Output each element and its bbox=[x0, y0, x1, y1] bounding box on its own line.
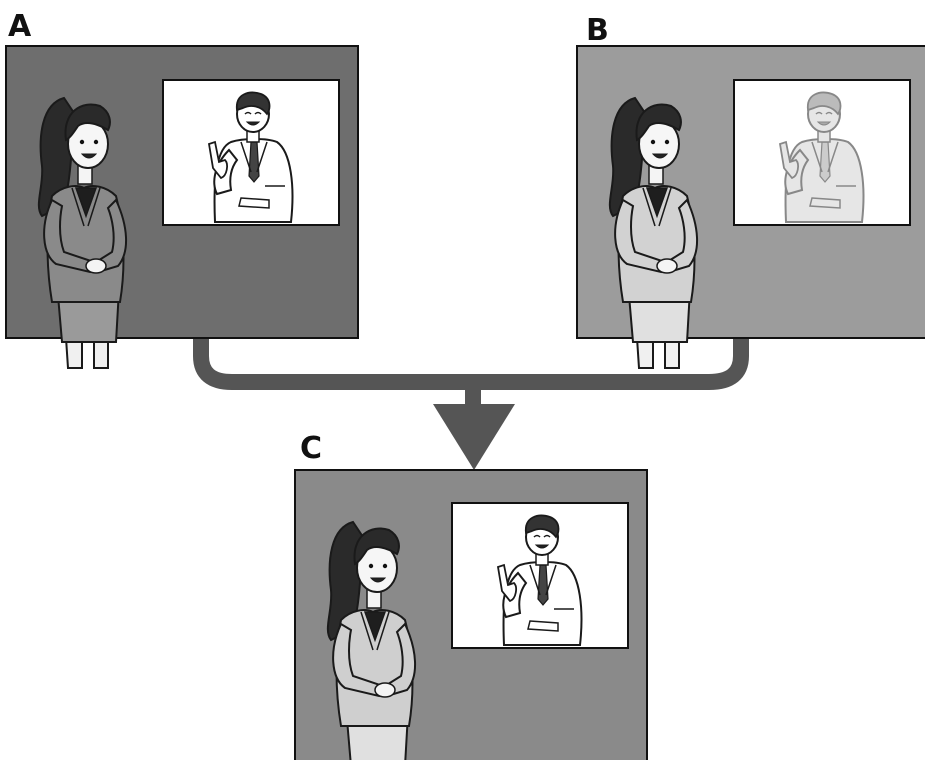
panel-c bbox=[294, 469, 648, 760]
woman-eye-right bbox=[664, 139, 670, 145]
label-a: A bbox=[8, 9, 32, 44]
woman-hair-front bbox=[353, 527, 400, 566]
man-eyes bbox=[244, 111, 262, 115]
woman-hands bbox=[374, 682, 396, 698]
panel-b bbox=[576, 45, 925, 369]
woman-figure bbox=[37, 96, 128, 369]
woman-lapels bbox=[642, 187, 672, 227]
woman-smile bbox=[369, 577, 387, 583]
woman-figure bbox=[608, 96, 699, 369]
woman-hair-front bbox=[64, 103, 111, 142]
woman-smile bbox=[80, 153, 98, 159]
man-lapels bbox=[529, 564, 557, 596]
woman-top bbox=[645, 187, 669, 219]
man-hair bbox=[525, 514, 560, 539]
connector-line bbox=[193, 338, 749, 390]
man-hand-pointing bbox=[496, 563, 517, 603]
man-forearm bbox=[527, 620, 559, 632]
woman-figure bbox=[326, 520, 417, 760]
man-eyes bbox=[815, 111, 833, 115]
panel-a bbox=[5, 45, 359, 369]
man-lapels bbox=[240, 141, 268, 173]
man-tie bbox=[248, 141, 260, 183]
woman-eye-right bbox=[382, 563, 388, 569]
connector-arrowhead bbox=[433, 404, 515, 470]
woman-lapels bbox=[360, 611, 390, 651]
man-tie bbox=[819, 141, 831, 183]
label-c: C bbox=[300, 431, 323, 466]
woman-hands bbox=[85, 258, 107, 274]
man-hair bbox=[807, 91, 842, 116]
label-b: B bbox=[586, 13, 609, 48]
man-figure bbox=[496, 514, 583, 646]
man-smile bbox=[245, 121, 261, 126]
woman-smile bbox=[651, 153, 669, 159]
woman-lapels bbox=[71, 187, 101, 227]
man-lapels bbox=[811, 141, 839, 173]
woman-eye-left bbox=[650, 139, 656, 145]
woman-hands bbox=[656, 258, 678, 274]
woman-hair-front bbox=[635, 103, 682, 142]
man-figure bbox=[207, 91, 294, 223]
woman-eye-left bbox=[79, 139, 85, 145]
woman-top bbox=[74, 187, 98, 219]
woman-eye-right bbox=[93, 139, 99, 145]
man-hand-pointing bbox=[778, 140, 799, 180]
woman-eye-left bbox=[368, 563, 374, 569]
man-forearm bbox=[238, 197, 270, 209]
man-figure bbox=[778, 91, 865, 223]
man-smile bbox=[816, 121, 832, 126]
man-smile bbox=[534, 544, 550, 549]
man-tie bbox=[537, 564, 549, 606]
man-forearm bbox=[809, 197, 841, 209]
connector-stem bbox=[465, 382, 481, 408]
woman-top bbox=[363, 611, 387, 643]
man-eyes bbox=[533, 534, 551, 538]
man-hair bbox=[236, 91, 271, 116]
man-hand-pointing bbox=[207, 140, 228, 180]
